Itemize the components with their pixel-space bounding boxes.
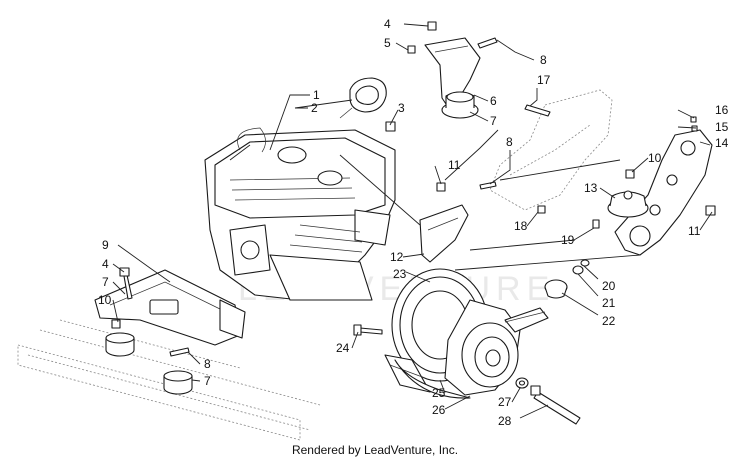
leader-lines — [112, 23, 713, 419]
rubber-mount-right — [163, 370, 193, 395]
callout-7b: 7 — [102, 275, 109, 289]
fuel-cap — [277, 146, 307, 164]
engine-block — [204, 127, 396, 301]
chaincase-panel — [489, 89, 613, 211]
engine-mount-plate — [94, 269, 246, 346]
callout-26: 26 — [432, 403, 446, 417]
callout-18: 18 — [514, 219, 528, 233]
callout-22: 22 — [602, 314, 616, 328]
callout-14: 14 — [715, 136, 729, 150]
bolt-24 — [353, 324, 383, 336]
callout-19: 19 — [561, 233, 575, 247]
callout-2: 2 — [311, 101, 318, 115]
adjust-knob — [544, 259, 590, 299]
callout-8c: 8 — [204, 357, 211, 371]
callout-6: 6 — [490, 94, 497, 108]
callout-10b: 10 — [98, 293, 112, 307]
callout-3: 3 — [398, 101, 405, 115]
callout-7: 7 — [490, 114, 497, 128]
callout-15: 15 — [715, 120, 729, 134]
recoil-starter-handle — [339, 77, 396, 132]
callout-27: 27 — [498, 395, 512, 409]
footer-credit: Rendered by LeadVenture, Inc. — [291, 443, 459, 457]
callout-10: 10 — [648, 151, 662, 165]
callout-7c: 7 — [204, 374, 211, 388]
callout-4: 4 — [384, 17, 391, 31]
callout-5: 5 — [384, 36, 391, 50]
callout-24: 24 — [336, 341, 350, 355]
rubber-mount-left — [105, 332, 135, 357]
clutch-bolt — [515, 377, 581, 425]
callout-8: 8 — [540, 53, 547, 67]
callout-20: 20 — [602, 279, 616, 293]
upper-mount-bracket — [424, 37, 481, 119]
idler-mount — [607, 190, 649, 218]
support-bracket — [419, 204, 469, 263]
callout-11b: 11 — [688, 224, 701, 238]
callout-28: 28 — [498, 414, 512, 428]
callout-11: 11 — [448, 158, 461, 172]
callout-21: 21 — [602, 296, 616, 310]
callout-1: 1 — [313, 88, 320, 102]
callout-9: 9 — [102, 238, 109, 252]
drive-clutch — [384, 268, 549, 399]
callout-25: 25 — [432, 386, 446, 400]
callout-23: 23 — [393, 267, 407, 281]
callout-4b: 4 — [102, 257, 109, 271]
callout-16: 16 — [715, 103, 729, 117]
callout-8b: 8 — [506, 135, 513, 149]
callout-12: 12 — [390, 250, 404, 264]
callout-13: 13 — [584, 181, 598, 195]
callout-17: 17 — [537, 73, 551, 87]
callouts: 1 2 3 4 5 8 17 6 7 16 15 14 10 8 11 13 1… — [98, 17, 729, 428]
fasteners — [111, 21, 716, 357]
